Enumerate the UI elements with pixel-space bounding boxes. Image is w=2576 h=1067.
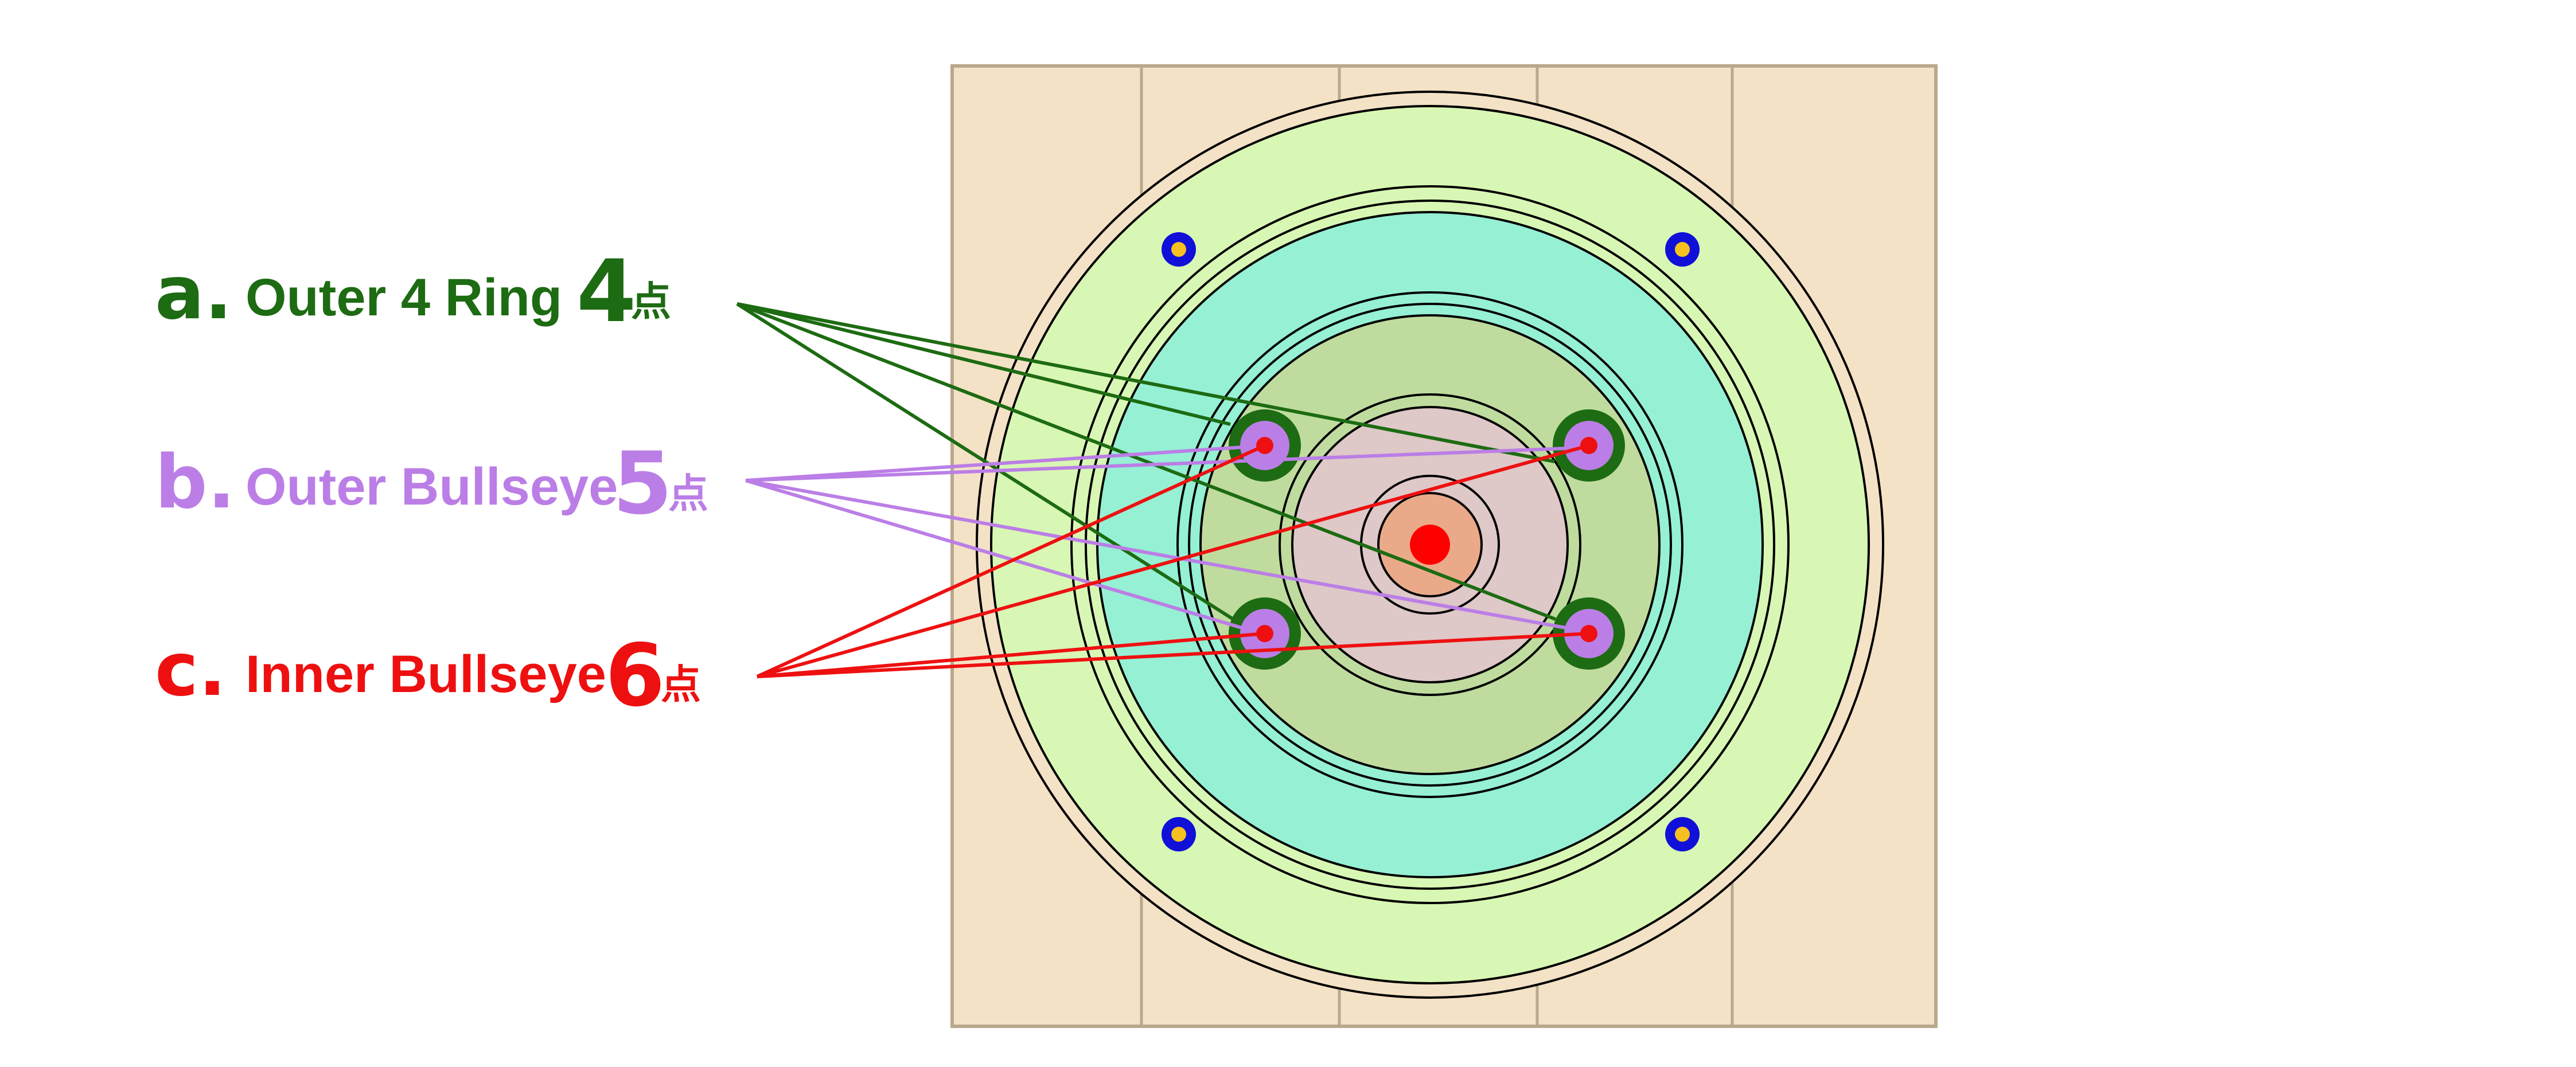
- label-c: c. Inner Bullseye 6 点: [155, 626, 701, 726]
- pointer-c-bottom-right: [757, 632, 1589, 678]
- olive-ring-line: [1279, 393, 1581, 696]
- outer-ring-line-1: [1070, 185, 1790, 904]
- label-c-name: Inner Bullseye: [245, 645, 606, 703]
- pointer-c-bottom-left: [757, 632, 1265, 678]
- label-a: a. Outer 4 Ring 4 点: [155, 242, 671, 342]
- label-b: b. Outer Bullseye 5 点: [155, 434, 708, 534]
- pointer-b-bottom-left: [745, 479, 1242, 630]
- label-b-unit: 点: [668, 470, 708, 517]
- label-c-points: 6: [605, 626, 665, 726]
- label-c-letter: c.: [155, 627, 227, 713]
- pointer-b-bottom-right: [745, 479, 1566, 630]
- teal-ring-line-1: [1176, 291, 1683, 798]
- label-a-points: 4: [576, 242, 636, 342]
- pointer-a-bottom-right: [736, 302, 1557, 621]
- label-b-name: Outer Bullseye: [245, 458, 618, 516]
- mount-screw-bottom-left: [1162, 817, 1196, 851]
- mount-screw-top-right: [1665, 232, 1700, 267]
- mounting-screws: [1162, 232, 1700, 851]
- mount-screw-bottom-right: [1665, 817, 1700, 851]
- teal-ring-line-2: [1188, 303, 1672, 787]
- pointer-b-top-right: [745, 447, 1566, 482]
- label-a-letter: a.: [155, 251, 232, 336]
- label-a-unit: 点: [631, 278, 671, 325]
- pointer-lines-b: [745, 445, 1566, 630]
- pointer-c-top-right: [757, 444, 1589, 678]
- outer-ring-line-2: [1085, 200, 1775, 890]
- label-b-letter: b.: [155, 440, 235, 525]
- mount-screw-top-left: [1162, 232, 1196, 267]
- pointer-c-top-left: [756, 444, 1266, 678]
- pointer-a-top-right: [736, 302, 1555, 463]
- label-b-points: 5: [613, 434, 672, 534]
- center-bullseye-dot: [1410, 525, 1450, 565]
- label-a-name: Outer 4 Ring: [245, 268, 562, 327]
- target-rings: [976, 91, 1884, 999]
- pointer-lines-c: [756, 444, 1589, 678]
- label-c-unit: 点: [661, 661, 701, 708]
- pointer-b-top-left: [745, 445, 1242, 482]
- pointer-a-top-left: [736, 302, 1231, 426]
